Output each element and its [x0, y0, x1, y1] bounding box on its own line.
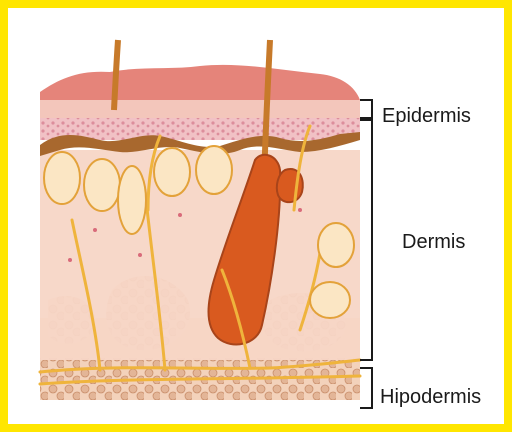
epidermis-layer: [40, 65, 360, 156]
label-dermis: Dermis: [402, 232, 465, 252]
label-hypodermis: Hipodermis: [380, 387, 481, 407]
label-epidermis: Epidermis: [382, 106, 471, 126]
layer-brackets: [360, 100, 372, 408]
